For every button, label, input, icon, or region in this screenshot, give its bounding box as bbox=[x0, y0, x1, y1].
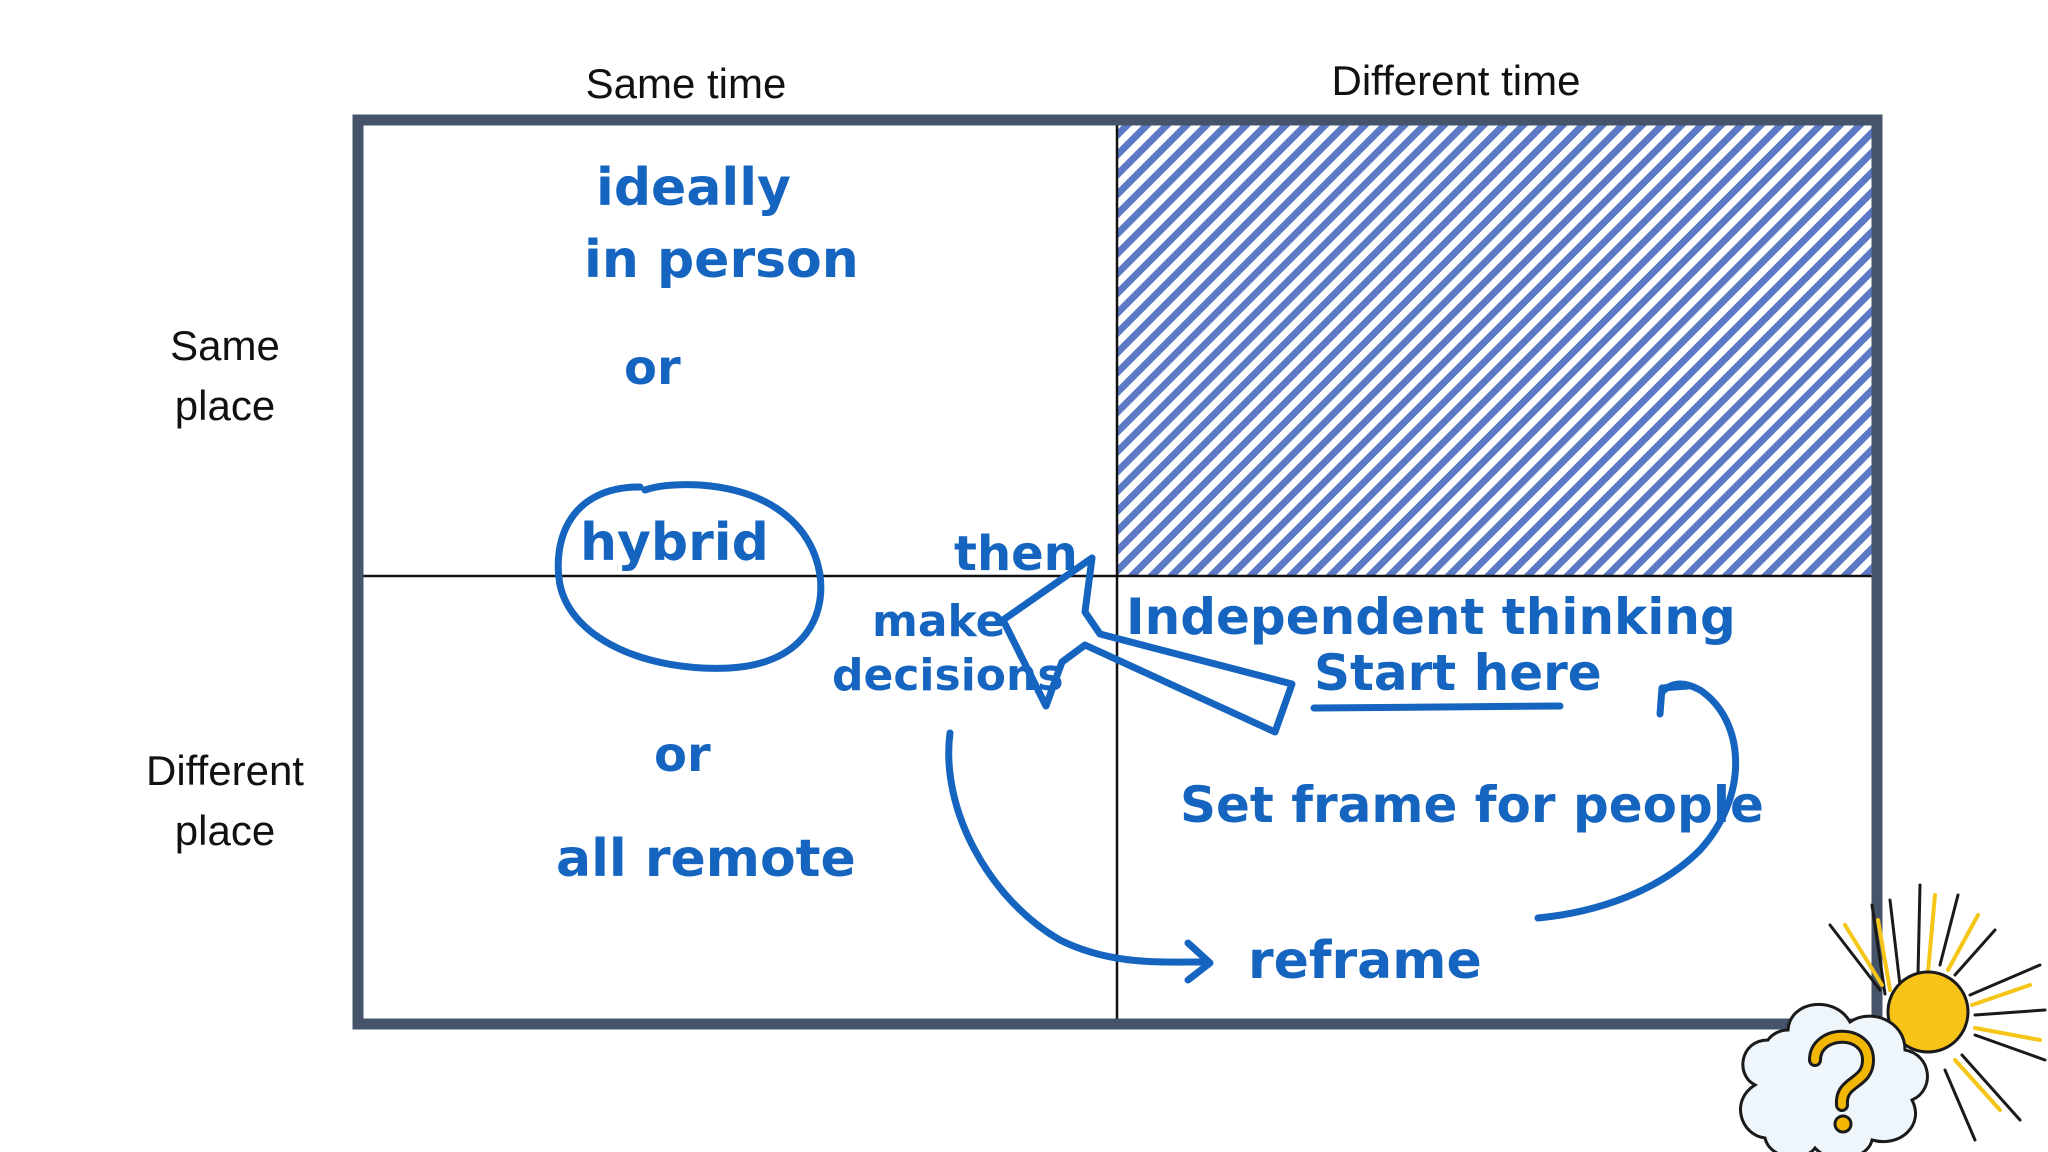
quadrant-different-time-same-place bbox=[1117, 124, 1873, 576]
start-here-underline bbox=[1310, 702, 1564, 712]
note-then: then bbox=[954, 526, 1078, 582]
column-header-different-time: Different time bbox=[1331, 57, 1581, 104]
note-or-top: or bbox=[624, 340, 681, 396]
note-all-remote: all remote bbox=[556, 829, 856, 889]
row-header-same-place-line2: place bbox=[174, 382, 276, 429]
curve-reframe-to-start-arrowhead bbox=[1656, 682, 1692, 718]
note-independent-thinking: Independent thinking bbox=[1126, 588, 1736, 646]
note-make: make bbox=[872, 596, 1005, 647]
note-set-frame: Set frame for people bbox=[1180, 776, 1764, 834]
curve-decisions-to-reframe-arrowhead bbox=[1184, 939, 1214, 984]
note-ideally: ideally bbox=[596, 158, 791, 218]
cloud-question-sun-icon bbox=[1739, 883, 2047, 1152]
note-in-person: in person bbox=[584, 230, 859, 290]
hybrid-circle bbox=[554, 481, 825, 672]
row-header-different-place: Different place bbox=[110, 741, 340, 861]
quadrant-same-time-same-place bbox=[360, 124, 1117, 576]
curve-decisions-to-reframe bbox=[945, 729, 1206, 966]
quadrant-different-time-different-place bbox=[1117, 576, 1873, 1021]
column-header-same-time: Same time bbox=[585, 60, 787, 107]
note-hybrid: hybrid bbox=[580, 513, 769, 573]
note-reframe: reframe bbox=[1248, 931, 1482, 991]
row-header-different-place-line2: place bbox=[174, 807, 276, 854]
row-header-same-place-line1: Same bbox=[170, 322, 280, 369]
note-or-bottom: or bbox=[654, 727, 711, 783]
row-header-different-place-line1: Different bbox=[146, 747, 304, 794]
row-header-same-place: Same place bbox=[110, 316, 340, 436]
quadrant-same-time-different-place bbox=[360, 576, 1117, 1021]
note-start-here: Start here bbox=[1314, 644, 1602, 702]
arrow-start-to-decisions bbox=[999, 554, 1296, 736]
matrix-frame bbox=[352, 114, 1883, 1030]
